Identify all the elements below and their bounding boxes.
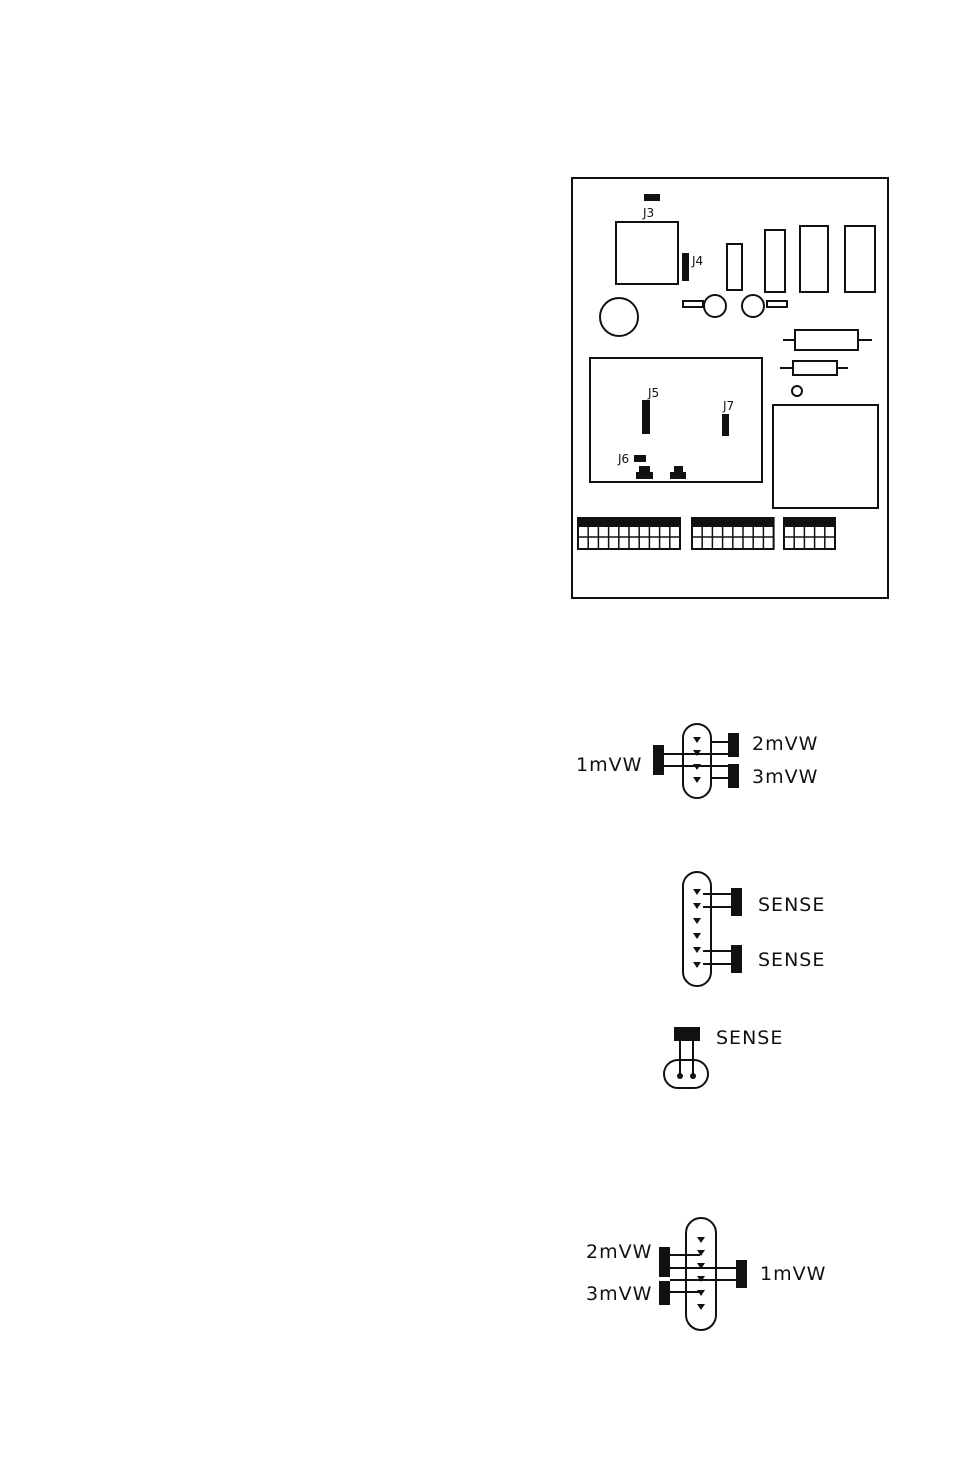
connector-b-top-label: SENSE: [758, 894, 825, 916]
terminal-block-3: [784, 518, 835, 549]
j3-label: J3: [642, 206, 654, 220]
terminal-block-1: [578, 518, 680, 549]
transformer-block-2: [773, 405, 878, 508]
j4-jumper: [682, 253, 689, 281]
connector-d-left-bottom-label: 3mVW: [586, 1283, 652, 1305]
j4-label: J4: [691, 254, 703, 268]
connector-c-housing: [664, 1060, 708, 1088]
connector-a-housing: [683, 724, 711, 798]
connector-d-left-top-label: 2mVW: [586, 1241, 652, 1263]
connector-d: 2mVW 3mVW 1mVW: [586, 1218, 826, 1330]
capacitor-1: [704, 295, 726, 317]
connector-c-plug: [674, 1027, 700, 1041]
connector-a-right-top-plug: [728, 733, 739, 757]
connector-b-bottom-plug: [731, 945, 742, 973]
module-feet: [636, 466, 686, 479]
connector-a-right-bottom-plug: [728, 764, 739, 788]
connector-d-left-bottom-plug: [659, 1281, 670, 1305]
connector-a-right-bottom-label: 3mVW: [752, 766, 818, 788]
connector-d-pins: [697, 1237, 705, 1310]
resistor-2: [793, 361, 837, 375]
control-module: [590, 358, 762, 482]
large-capacitor: [600, 298, 638, 336]
resistor-1: [795, 330, 858, 350]
connector-b-top-plug: [731, 888, 742, 916]
connector-c-label: SENSE: [716, 1027, 783, 1049]
j7-jumper: [722, 414, 729, 436]
terminal-blocks: [578, 518, 835, 549]
j5-jumper: [642, 400, 650, 434]
connector-a-left-plug: [653, 745, 664, 775]
capacitor-2: [742, 295, 764, 317]
connector-b-bottom-label: SENSE: [758, 949, 825, 971]
led: [792, 386, 802, 396]
j6-jumper: [634, 455, 646, 462]
connector-c: SENSE: [664, 1027, 783, 1088]
connector-d-housing: [686, 1218, 716, 1330]
j7-label: J7: [722, 399, 734, 413]
connector-d-left-top-plug: [659, 1247, 670, 1277]
connector-a-right-top-label: 2mVW: [752, 733, 818, 755]
connector-b: SENSE SENSE: [683, 872, 825, 986]
j3-jumper: [644, 194, 660, 201]
j6-label: J6: [617, 452, 629, 466]
transformer-block: [616, 222, 678, 284]
relay-1: [727, 244, 742, 290]
cap-lead-left: [683, 301, 703, 307]
terminal-block-2: [692, 518, 774, 549]
relay-4: [845, 226, 875, 292]
relay-2: [765, 230, 785, 292]
j5-label: J5: [647, 386, 659, 400]
connector-d-right-label: 1mVW: [760, 1263, 826, 1285]
cap-lead-right: [767, 301, 787, 307]
connector-a: 1mVW 2mVW 3mVW: [576, 724, 818, 798]
connector-a-pins: [693, 737, 701, 783]
connector-b-pins: [693, 889, 701, 968]
circuit-board: J3 J4 J5 J7 J6: [572, 178, 888, 598]
connector-a-left-label: 1mVW: [576, 754, 642, 776]
relay-3: [800, 226, 828, 292]
connector-d-right-plug: [736, 1260, 747, 1288]
